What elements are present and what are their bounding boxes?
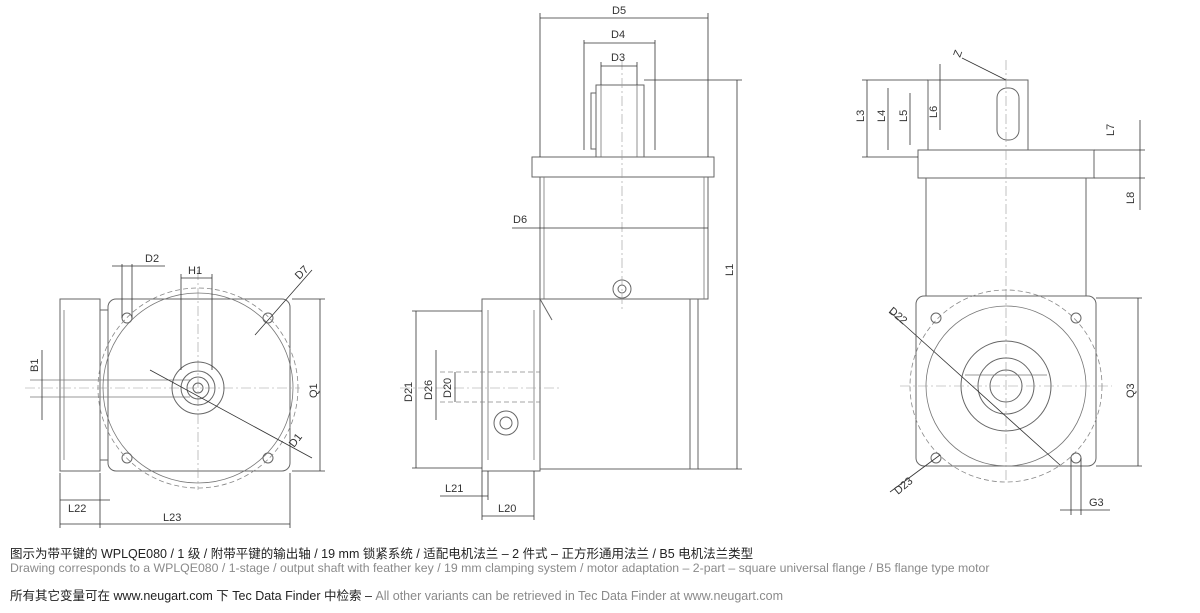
label-D22: D22 xyxy=(886,305,909,327)
label-D3: D3 xyxy=(611,52,625,64)
label-D23: D23 xyxy=(892,475,915,497)
label-L3: L3 xyxy=(855,110,867,122)
label-L23: L23 xyxy=(163,512,181,524)
caption-english: Drawing corresponds to a WPLQE080 / 1-st… xyxy=(10,561,990,575)
side-view-motor-adapter: D5 D4 D3 D6 L1 D21 D26 D20 L21 L20 xyxy=(400,5,742,520)
label-H1: H1 xyxy=(188,265,202,277)
label-Z: Z xyxy=(952,48,966,59)
caption-note: 所有其它变量可在 www.neugart.com 下 Tec Data Find… xyxy=(10,585,783,604)
note-chinese: 所有其它变量可在 www.neugart.com 下 Tec Data Find… xyxy=(10,589,376,603)
front-view-output-side: D2 H1 D7 B1 Q1 D1 L22 L23 xyxy=(25,253,325,528)
label-D2: D2 xyxy=(145,253,159,265)
technical-drawing: D2 H1 D7 B1 Q1 D1 L22 L23 xyxy=(25,5,1145,528)
label-Q1: Q1 xyxy=(308,383,320,398)
label-B1: B1 xyxy=(29,359,41,372)
label-D20: D20 xyxy=(442,378,454,398)
label-D21: D21 xyxy=(403,382,415,402)
note-english: All other variants can be retrieved in T… xyxy=(375,589,783,603)
label-L1: L1 xyxy=(724,264,736,276)
label-L21: L21 xyxy=(445,483,463,495)
label-G3: G3 xyxy=(1089,497,1104,509)
label-D4: D4 xyxy=(611,29,625,41)
label-L7: L7 xyxy=(1105,124,1117,136)
label-L20: L20 xyxy=(498,503,516,515)
label-D26: D26 xyxy=(423,380,435,400)
label-L8: L8 xyxy=(1125,192,1137,204)
caption-chinese: 图示为带平键的 WPLQE080 / 1 级 / 附带平键的输出轴 / 19 m… xyxy=(10,547,754,561)
label-L5: L5 xyxy=(898,110,910,122)
label-L6: L6 xyxy=(928,106,940,118)
label-D7: D7 xyxy=(293,264,311,282)
label-L4: L4 xyxy=(876,110,888,122)
label-D5: D5 xyxy=(612,5,626,17)
label-D6: D6 xyxy=(513,214,527,226)
label-Q3: Q3 xyxy=(1125,383,1137,398)
label-L22: L22 xyxy=(68,503,86,515)
top-view-input-side: Z L3 L4 L5 L6 L7 L8 D22 Q3 D23 G3 xyxy=(855,48,1145,515)
